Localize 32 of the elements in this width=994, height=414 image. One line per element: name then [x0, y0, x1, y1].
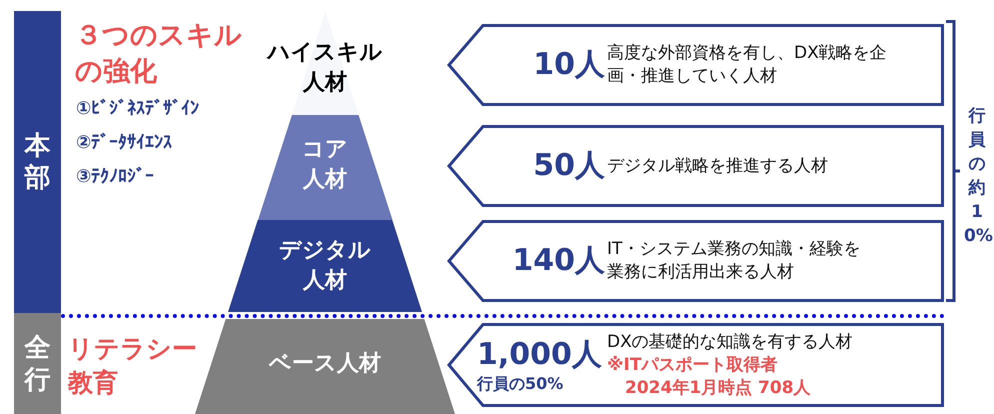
heading: ３つのスキルの強化: [75, 19, 243, 89]
band-label: 全行: [24, 332, 52, 396]
headcount: 50人: [533, 147, 605, 185]
skill-item: ②ﾃﾞｰﾀｻｲｴﾝｽ: [76, 132, 172, 153]
pyramid-tier: [258, 115, 392, 220]
bracket-label: 行員の約10%: [964, 105, 990, 248]
skill-item: ③ﾃｸﾉﾛｼﾞｰ: [76, 166, 154, 187]
tier-label: デジタル人材: [278, 237, 372, 295]
description: 高度な外部資格を有し、DX戦略を企画・推進していく人材: [607, 42, 887, 88]
band-label: 本部: [24, 130, 52, 194]
description: デジタル戦略を推進する人材: [607, 154, 829, 178]
headcount: 10人: [533, 46, 605, 84]
tier-label: ハイスキル人材: [266, 39, 384, 97]
pentagon-callout: [447, 323, 944, 407]
side-band: [14, 313, 61, 414]
ratio-note: 行員の50%: [477, 374, 564, 394]
pyramid-tier: [228, 220, 422, 312]
pyramid-tier: [194, 319, 455, 414]
heading: リテラシー教育: [68, 333, 198, 399]
pentagon-callout: [447, 125, 944, 207]
headcount: 140人: [512, 242, 605, 280]
note: ※ITパスポート取得者: [607, 354, 778, 376]
description: DXの基礎的な知識を有する人材: [607, 330, 854, 354]
tier-label: ベース人材: [268, 350, 382, 378]
pentagon-callout: [447, 24, 944, 106]
tier-label: コア人材: [300, 136, 349, 194]
pentagon-callout: [447, 220, 944, 302]
note: 2024年1月時点 708人: [624, 376, 812, 400]
skill-item: ①ﾋﾞｼﾞﾈｽﾃﾞｻﾞｲﾝ: [76, 98, 200, 119]
description: IT・システム業務の知識・経験を業務に利活用出来る人材: [607, 238, 862, 284]
headcount: 1,000人: [477, 336, 602, 374]
side-band: [14, 11, 61, 313]
